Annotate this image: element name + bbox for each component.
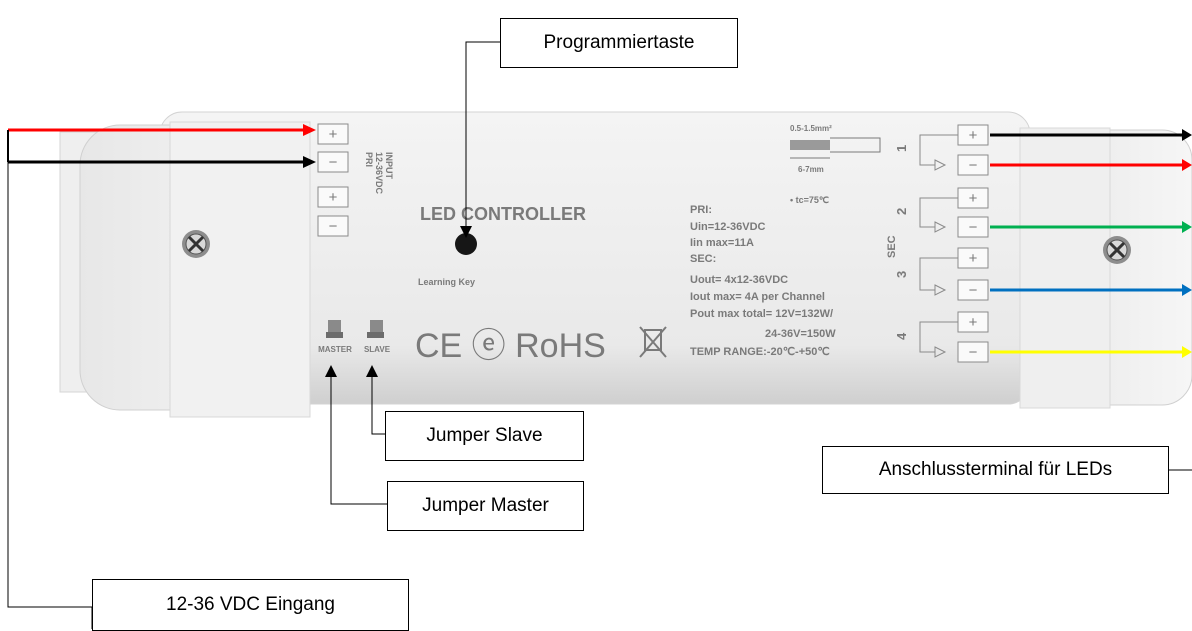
device-title: LED CONTROLLER bbox=[420, 204, 586, 224]
output-wires bbox=[990, 129, 1192, 358]
jumper-slave-callout: Jumper Slave bbox=[385, 411, 584, 461]
channel-1-label: 1 bbox=[894, 145, 909, 152]
spec-line: Pout max total= 12V=132W/ bbox=[690, 308, 833, 320]
right-screw-icon bbox=[1103, 236, 1131, 264]
out-plus-3: + bbox=[969, 250, 978, 267]
terminal-minus-2: − bbox=[329, 218, 338, 235]
input-pri-label: PRI bbox=[364, 152, 374, 167]
channel-2-label: 2 bbox=[894, 208, 909, 215]
channel-4-label: 4 bbox=[894, 332, 909, 340]
spec-line: Iout max= 4A per Channel bbox=[690, 291, 825, 303]
input-label: INPUT bbox=[384, 152, 394, 180]
learning-key-button bbox=[455, 233, 477, 255]
strip-length: 6-7mm bbox=[798, 165, 824, 174]
out-minus-4: − bbox=[969, 344, 978, 361]
jumper-master-callout: Jumper Master bbox=[387, 481, 584, 531]
callout-arrowheads bbox=[325, 226, 472, 377]
spec-line: TEMP RANGE:-20℃-+50℃ bbox=[690, 346, 830, 358]
tc-rating: • tc=75℃ bbox=[790, 195, 829, 205]
left-screw-icon bbox=[182, 230, 210, 258]
sec-label: SEC bbox=[886, 235, 898, 258]
terminal-minus-1: − bbox=[329, 154, 338, 171]
out-minus-1: − bbox=[969, 157, 978, 174]
input-wires bbox=[7, 124, 316, 168]
out-plus-4: + bbox=[969, 314, 978, 331]
out-minus-3: − bbox=[969, 282, 978, 299]
spec-line: PRI: bbox=[690, 204, 712, 216]
programming-key-callout: Programmiertaste bbox=[500, 18, 738, 68]
terminal-plus-2: + bbox=[329, 189, 338, 206]
spec-line: Uout= 4x12-36VDC bbox=[690, 274, 788, 286]
master-jumper-icon bbox=[326, 320, 343, 338]
wire-strip-icon bbox=[790, 137, 881, 159]
led-terminal-callout: Anschlussterminal für LEDs bbox=[822, 446, 1169, 494]
out-plus-2: + bbox=[969, 190, 978, 207]
device-housing bbox=[59, 111, 1192, 418]
slave-jumper-icon bbox=[367, 320, 384, 338]
slave-label: SLAVE bbox=[364, 345, 391, 354]
terminal-plus-1: + bbox=[329, 126, 338, 143]
output-terminals bbox=[919, 124, 989, 363]
input-callout: 12-36 VDC Eingang bbox=[92, 579, 409, 631]
out-plus-1: + bbox=[969, 127, 978, 144]
channel-3-label: 3 bbox=[894, 271, 909, 278]
spec-line: Iin max=11A bbox=[690, 237, 754, 249]
master-label: MASTER bbox=[318, 345, 352, 354]
out-minus-2: − bbox=[969, 219, 978, 236]
input-voltage-label: 12-36VDC bbox=[374, 152, 384, 195]
input-terminals bbox=[317, 123, 349, 237]
learning-key-label: Learning Key bbox=[418, 277, 475, 287]
weee-bin-icon bbox=[639, 326, 667, 358]
spec-line: 24-36V=150W bbox=[765, 328, 836, 340]
spec-line: Uin=12-36VDC bbox=[690, 221, 766, 233]
certification-marks: CE ⓔ RoHS bbox=[415, 327, 606, 365]
spec-line: SEC: bbox=[690, 253, 716, 265]
wire-gauge: 0.5-1.5mm² bbox=[790, 124, 832, 133]
